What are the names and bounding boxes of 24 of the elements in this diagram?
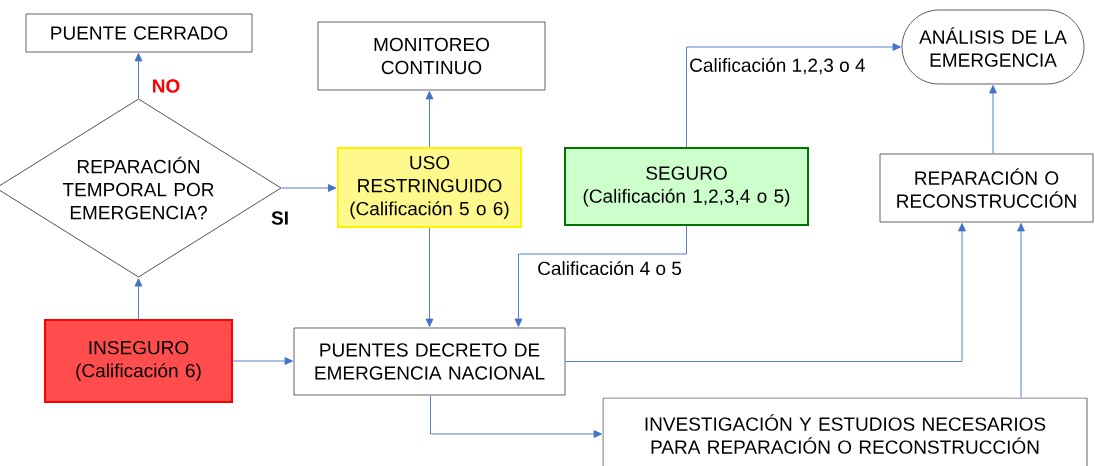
status-box: INSEGURO (Calificación 6) bbox=[44, 319, 233, 403]
arrow bbox=[430, 394, 602, 438]
arrow bbox=[232, 357, 293, 365]
arrow bbox=[514, 225, 687, 327]
process-box: PUENTES DECRETO DE EMERGENCIA NACIONAL bbox=[293, 327, 566, 396]
arrow bbox=[686, 43, 901, 148]
edge-label: Calificación 1,2,3 o 4 bbox=[688, 56, 867, 76]
edge-label: Calificación 4 o 5 bbox=[536, 259, 683, 277]
arrow bbox=[425, 227, 434, 327]
arrow bbox=[989, 85, 997, 155]
arrow bbox=[134, 278, 143, 320]
arrow bbox=[134, 53, 143, 99]
edge-label: NO bbox=[150, 78, 182, 94]
process-box: INVESTIGACIÓN Y ESTUDIOS NECESARIOS PARA REPARACIÓN O RECONSTRUCCIÓN bbox=[602, 397, 1088, 466]
result-box: PUENTE CERRADO bbox=[25, 13, 253, 53]
process-box: REPARACIÓN O RECONSTRUCCIÓN bbox=[879, 153, 1094, 223]
status-box: SEGURO (Calificación 1,2,3,4 o 5) bbox=[564, 147, 809, 226]
arrow bbox=[564, 223, 966, 362]
arrow bbox=[425, 91, 434, 148]
status-box: USO RESTRINGUIDO (Calificación 5 o 6) bbox=[337, 147, 522, 228]
arrow bbox=[281, 184, 337, 192]
result-box: MONITOREO CONTINUO bbox=[317, 21, 546, 91]
terminal-box: ANÁLISIS DE LA EMERGENCIA bbox=[901, 9, 1085, 85]
arrow bbox=[1017, 223, 1025, 399]
